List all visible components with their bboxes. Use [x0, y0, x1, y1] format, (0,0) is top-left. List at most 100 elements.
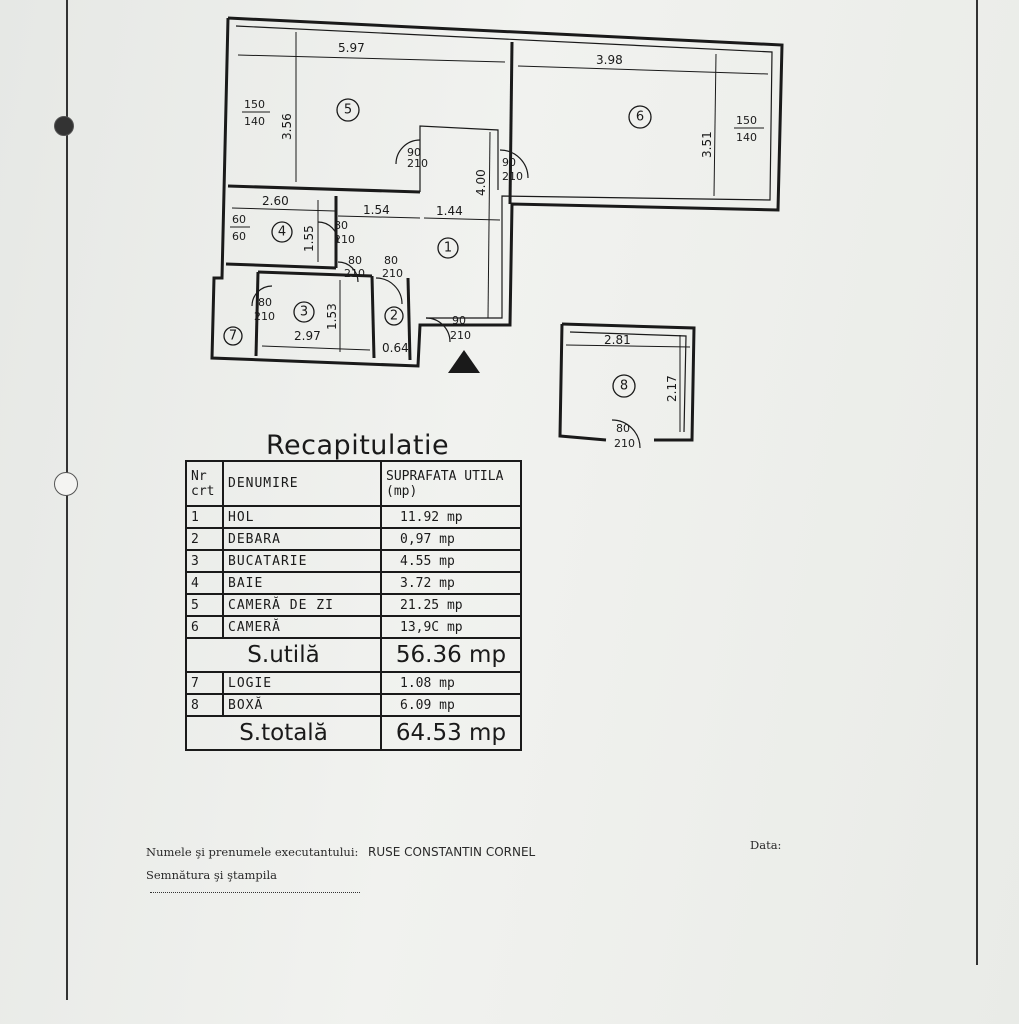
- table-row: 1 HOL 11.92 mp: [185, 505, 522, 529]
- stotala-row: S.totală 64.53 mp: [185, 715, 522, 751]
- binder-hole-bottom: [54, 472, 78, 496]
- row-nr: 8: [185, 693, 224, 717]
- dim-356: 3.56: [280, 113, 294, 140]
- door-3-hall-width: 80: [348, 254, 362, 267]
- row-name: LOGIE: [222, 671, 382, 695]
- row-area-value: 1.08 mp: [400, 675, 455, 691]
- row-name: HOL: [222, 505, 382, 529]
- window-5-width: 150: [244, 98, 265, 111]
- entrance-door-width: 90: [452, 314, 466, 327]
- dim-281: 2.81: [604, 333, 631, 347]
- row-nr: 3: [185, 549, 224, 573]
- table-header: Nr crt DENUMIRE SUPRAFATA UTILA (mp): [185, 460, 522, 507]
- row-name: BAIE: [222, 571, 382, 595]
- row-nr: 7: [185, 671, 224, 695]
- door-6-width: 90: [502, 156, 516, 169]
- recap-table: Nr crt DENUMIRE SUPRAFATA UTILA (mp) 1 H…: [185, 460, 522, 751]
- right-margin-line: [976, 0, 978, 965]
- row-name: CAMERĂ DE ZI: [222, 593, 382, 617]
- window-6-width: 150: [736, 114, 757, 127]
- header-nr: Nr crt: [185, 460, 224, 507]
- door-8-height: 210: [614, 437, 635, 450]
- door-2-height: 210: [382, 267, 403, 280]
- row-area: 1.08 mp: [380, 671, 522, 695]
- entrance-arrow: [448, 350, 480, 373]
- row-name: DEBARA: [222, 527, 382, 551]
- row-area: 3.72 mp: [380, 571, 522, 595]
- row-area-value: 0,97 mp: [400, 531, 455, 547]
- dim-154: 1.54: [363, 203, 390, 217]
- dim-155: 1.55: [302, 225, 316, 252]
- door-8-width: 80: [616, 422, 630, 435]
- entrance-door-height: 210: [450, 329, 471, 342]
- dim-398: 3.98: [596, 53, 623, 67]
- door-4-height: 210: [334, 233, 355, 246]
- sutila-label: S.utilă: [185, 637, 382, 673]
- dim-597: 5.97: [338, 41, 365, 55]
- table-row: 4 BAIE 3.72 mp: [185, 571, 522, 595]
- stotala-label: S.totală: [185, 715, 382, 751]
- row-area: 4.55 mp: [380, 549, 522, 573]
- row-area-value: 21.25 mp: [400, 597, 463, 613]
- box-wall: [561, 322, 696, 442]
- row-nr: 6: [185, 615, 224, 639]
- room-8-number: 8: [620, 379, 628, 394]
- semnatura-label: Semnătura şi ştampila: [146, 868, 277, 882]
- row-area: 13,9C mp: [380, 615, 522, 639]
- stotala-value: 64.53 mp: [380, 715, 522, 751]
- dim-297: 2.97: [294, 329, 321, 343]
- row-area: 11.92 mp: [380, 505, 522, 529]
- row-area-value: 6.09 mp: [400, 697, 455, 713]
- header-area: SUPRAFATA UTILA (mp): [380, 460, 522, 507]
- row-name: BUCATARIE: [222, 549, 382, 573]
- sutila-value: 56.36 mp: [380, 637, 522, 673]
- dim-153: 1.53: [325, 303, 339, 330]
- window-5-height: 140: [244, 115, 265, 128]
- header-name: DENUMIRE: [222, 460, 382, 507]
- row-name: BOXĂ: [222, 693, 382, 717]
- room-1-number: 1: [444, 241, 452, 256]
- dim-064: 0.64: [382, 341, 409, 355]
- outer-wall: [210, 16, 784, 368]
- row-area: 6.09 mp: [380, 693, 522, 717]
- door-6-height: 210: [502, 170, 523, 183]
- window-4-height: 60: [232, 230, 246, 243]
- door-2-width: 80: [384, 254, 398, 267]
- row-name: CAMERĂ: [222, 615, 382, 639]
- row-area-value: 11.92 mp: [400, 509, 463, 525]
- door-5-width: 90: [407, 146, 421, 159]
- door-7-width: 80: [258, 296, 272, 309]
- row-area-value: 3.72 mp: [400, 575, 455, 591]
- executant-label: Numele şi prenumele executantului:: [146, 845, 359, 859]
- door-4-width: 80: [334, 219, 348, 232]
- dim-260: 2.60: [262, 194, 289, 208]
- room-2-number: 2: [390, 309, 398, 324]
- room-7-number: 7: [229, 329, 237, 344]
- row-nr: 1: [185, 505, 224, 529]
- table-row: 7 LOGIE 1.08 mp: [185, 671, 522, 695]
- dim-217: 2.17: [665, 375, 679, 402]
- executant-name: RUSE CONSTANTIN CORNEL: [368, 845, 536, 859]
- room-5-number: 5: [344, 103, 352, 118]
- left-margin-line: [66, 0, 68, 1000]
- recap-title: Recapitulatie: [266, 430, 450, 461]
- door-3-hall-height: 210: [344, 267, 365, 280]
- window-6-height: 140: [736, 131, 757, 144]
- dim-144: 1.44: [436, 204, 463, 218]
- room-4-number: 4: [278, 225, 286, 240]
- row-area-value: 4.55 mp: [400, 553, 455, 569]
- table-row: 8 BOXĂ 6.09 mp: [185, 693, 522, 717]
- signature-line: [150, 892, 360, 893]
- window-4-width: 60: [232, 213, 246, 226]
- dim-400: 4.00: [474, 169, 488, 196]
- table-row: 6 CAMERĂ 13,9C mp: [185, 615, 522, 639]
- row-nr: 5: [185, 593, 224, 617]
- room-3-number: 3: [300, 305, 308, 320]
- binder-hole-top: [54, 116, 74, 136]
- row-area-value: 13,9C mp: [400, 619, 463, 635]
- room-6-number: 6: [636, 110, 644, 125]
- door-5-height: 210: [407, 157, 428, 170]
- row-area: 21.25 mp: [380, 593, 522, 617]
- table-row: 2 DEBARA 0,97 mp: [185, 527, 522, 551]
